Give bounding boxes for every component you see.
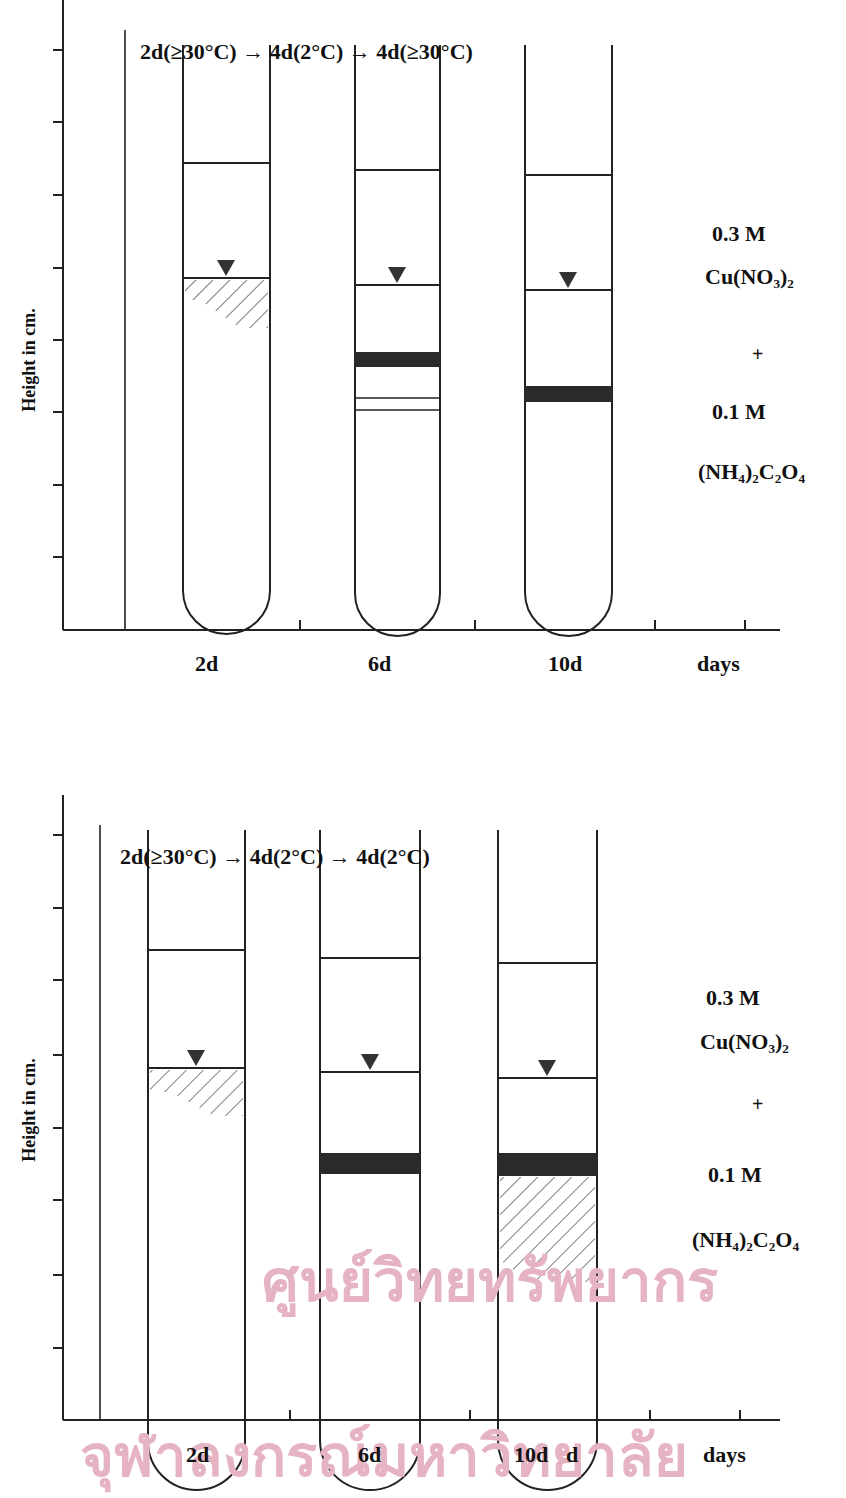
precipitate-band — [498, 1153, 597, 1176]
reagent-label: (NH₄)₂C₂O₄ — [698, 460, 805, 484]
level-line — [320, 1071, 420, 1073]
axis-tick — [53, 339, 63, 341]
axis-tick — [53, 267, 63, 269]
guide-line — [124, 30, 126, 630]
level-marker — [538, 1060, 556, 1076]
axis-tick — [53, 1347, 63, 1349]
precipitate-band — [320, 1153, 420, 1174]
axis-tick — [53, 1054, 63, 1056]
day-label: 10d — [548, 652, 582, 676]
axis-tick — [53, 979, 63, 981]
level-line — [320, 957, 420, 959]
day-label: days — [697, 652, 740, 676]
axis-tick — [53, 121, 63, 123]
level-line — [183, 162, 270, 164]
guide-line — [99, 825, 101, 1420]
level-line — [355, 284, 440, 286]
axis-tick — [289, 1410, 291, 1420]
precipitate-band — [525, 386, 612, 402]
level-line — [525, 174, 612, 176]
watermark: จุฬาลงกรณ์มหาวิทยาลัย — [80, 1425, 688, 1489]
reagent-label: 0.1 M — [712, 400, 766, 424]
reagent-label: + — [752, 1093, 763, 1115]
axis-tick — [469, 1410, 471, 1420]
level-marker — [187, 1050, 205, 1066]
axis-tick — [53, 1274, 63, 1276]
level-marker — [217, 260, 235, 276]
level-line — [148, 949, 245, 951]
test-tube — [498, 830, 597, 1490]
axis-tick — [53, 49, 63, 51]
reagent-label: 0.3 M — [712, 222, 766, 246]
level-marker — [388, 267, 406, 283]
y-axis — [62, 795, 64, 1420]
watermark: ศูนย์วิทยทรัพยากร — [262, 1250, 718, 1314]
hatched-zone — [185, 280, 268, 328]
level-line — [355, 397, 440, 399]
y-axis — [62, 0, 64, 630]
test-tube — [525, 45, 612, 636]
test-tube — [320, 830, 420, 1490]
day-label: 2d — [195, 652, 218, 676]
day-label: 10d — [514, 1443, 548, 1467]
axis-tick — [53, 907, 63, 909]
test-tube — [355, 45, 440, 636]
reagent-label: Cu(NO₃)₂ — [700, 1030, 789, 1054]
level-line — [148, 1067, 245, 1069]
reagent-label: 0.3 M — [706, 986, 760, 1010]
axis-title: Height in cm. — [20, 1058, 40, 1162]
axis-tick — [53, 834, 63, 836]
reagent-label: 0.1 M — [708, 1163, 762, 1187]
test-tube — [148, 830, 245, 1490]
axis-tick — [53, 194, 63, 196]
x-axis — [63, 1419, 780, 1421]
level-line — [498, 962, 597, 964]
axis-tick — [299, 620, 301, 630]
level-line — [183, 277, 270, 279]
level-line — [525, 289, 612, 291]
axis-title: Height in cm. — [20, 308, 40, 412]
level-marker — [559, 272, 577, 288]
axis-tick — [53, 556, 63, 558]
axis-tick — [649, 1410, 651, 1420]
axis-tick — [53, 484, 63, 486]
day-label: days — [703, 1443, 746, 1467]
level-line — [498, 1077, 597, 1079]
level-marker — [361, 1054, 379, 1070]
day-label: 2d — [186, 1443, 209, 1467]
axis-tick — [53, 1199, 63, 1201]
panel-title: 2d(≥30°C) → 4d(2°C) → 4d(2°C) — [120, 845, 430, 869]
axis-tick — [474, 620, 476, 630]
axis-tick — [654, 620, 656, 630]
reagent-label: (NH₄)₂C₂O₄ — [692, 1228, 799, 1252]
reagent-label: + — [752, 343, 763, 365]
level-line — [355, 409, 440, 411]
axis-tick — [53, 1127, 63, 1129]
precipitate-band — [355, 352, 440, 367]
test-tube — [183, 45, 270, 634]
day-label: d — [566, 1443, 578, 1467]
day-label: 6d — [358, 1443, 381, 1467]
level-line — [355, 169, 440, 171]
axis-tick — [739, 1410, 741, 1420]
reagent-label: Cu(NO₃)₂ — [705, 265, 794, 289]
axis-tick — [744, 620, 746, 630]
day-label: 6d — [368, 652, 391, 676]
axis-tick — [53, 411, 63, 413]
hatched-zone — [150, 1070, 243, 1116]
panel-title: 2d(≥30°C) → 4d(2°C) → 4d(≥30°C) — [140, 40, 473, 64]
